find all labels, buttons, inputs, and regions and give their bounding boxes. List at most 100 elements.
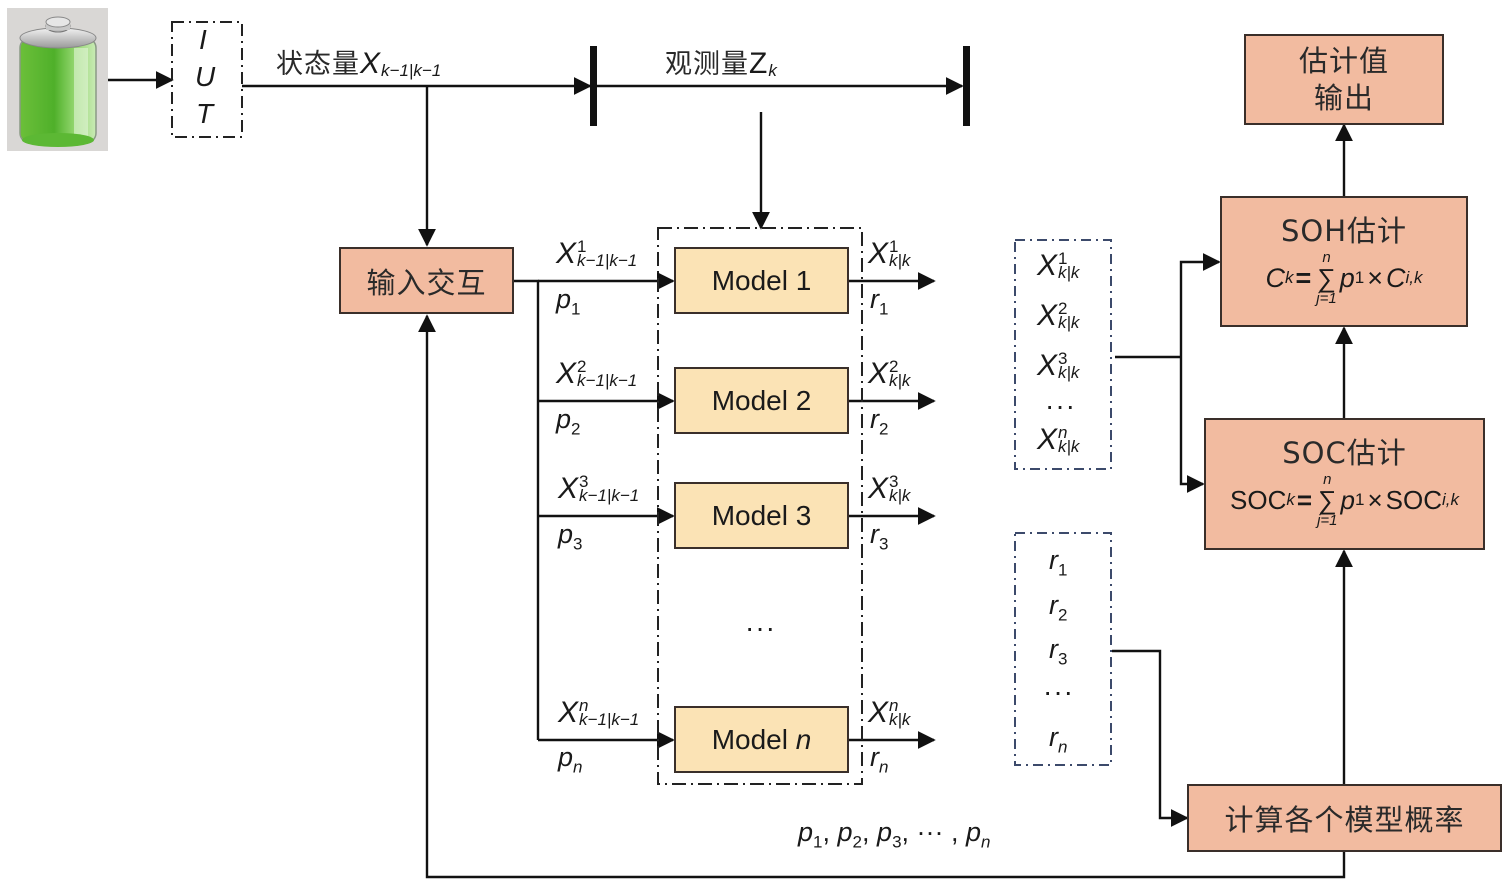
state-group-frame [1014, 239, 1112, 470]
text-fragment: 1 [1058, 560, 1068, 580]
text-fragment: C [1265, 262, 1286, 293]
text-fragment: k|k [889, 710, 911, 729]
soc-title: SOC估计 [1282, 436, 1407, 470]
text-fragment: k−1|k−1 [579, 710, 640, 729]
text-fragment: n [1058, 423, 1068, 442]
text-fragment: r [870, 519, 879, 549]
soh-title: SOH估计 [1280, 214, 1408, 248]
residual-group-item-n: rn [1049, 722, 1067, 757]
text-fragment: ∑ [1318, 485, 1337, 515]
text-fragment: i,k [1405, 268, 1423, 287]
state-sub: k−1|k−1 [381, 61, 442, 80]
text-fragment: 2 [571, 419, 581, 439]
text-fragment: p [877, 817, 893, 847]
text-fragment: r [1049, 590, 1058, 620]
text-fragment: 1 [1354, 268, 1365, 287]
text-fragment: 1 [577, 237, 587, 256]
text-fragment: i,k [1441, 490, 1459, 509]
text-fragment: 1 [889, 237, 899, 256]
residual-group-ellipsis: ··· [1043, 676, 1074, 707]
text-fragment: 2 [889, 357, 899, 376]
text-fragment: p [558, 519, 574, 549]
text-fragment: = [1296, 484, 1313, 515]
text-fragment: 3 [1058, 349, 1068, 368]
arrow-states-to-soc [1179, 357, 1205, 493]
text-fragment: k|k [889, 371, 911, 390]
text-fragment: k−1|k−1 [577, 371, 638, 390]
iut-letter-u: U [195, 61, 216, 92]
observation-var: Z [749, 47, 768, 80]
text-fragment: k−1|k−1 [577, 251, 638, 270]
text-fragment: p [556, 284, 572, 314]
text-fragment: n [889, 696, 899, 715]
text-fragment: r [870, 404, 879, 434]
text-fragment: X [556, 237, 577, 270]
text-fragment: k|k [1058, 263, 1080, 282]
battery-icon [7, 8, 108, 151]
text-fragment: n [1322, 249, 1331, 266]
estimate-output-line2: 输出 [1313, 80, 1374, 115]
text-fragment: n [1323, 471, 1332, 488]
text-fragment: k|k [1058, 363, 1080, 382]
observation-label-text: 观测量 [665, 49, 749, 80]
model-2-box: Model 2 [674, 367, 849, 434]
estimate-output-box: 估计值 输出 [1244, 34, 1444, 125]
text-fragment: p [558, 742, 574, 772]
state-var: X [360, 47, 381, 80]
text-fragment: k [1286, 490, 1295, 509]
text-fragment: X [1037, 299, 1058, 332]
text-fragment: SOC [1385, 484, 1442, 515]
input-interaction-box: 输入交互 [339, 247, 514, 314]
text-fragment: X [1037, 349, 1058, 382]
residual-group-frame [1014, 532, 1112, 766]
model-n-box: Model n [674, 706, 849, 773]
text-fragment: X [1037, 423, 1058, 456]
model-1-input-prob: p1 [556, 284, 581, 319]
text-fragment: , [862, 817, 878, 847]
text-fragment: 3 [889, 472, 899, 491]
text-fragment: ∑ [1317, 263, 1336, 293]
text-fragment: 3 [579, 472, 589, 491]
text-fragment: p [1339, 262, 1355, 293]
text-fragment: 2 [852, 832, 863, 852]
text-fragment: p [966, 817, 982, 847]
estimate-output-line1: 估计值 [1298, 44, 1389, 79]
text-fragment: p [556, 404, 572, 434]
state-group-ellipsis: ··· [1045, 390, 1076, 421]
arrow-states-to-soh [1179, 253, 1221, 357]
model-2-residual: r2 [870, 404, 888, 439]
text-fragment: X [868, 696, 889, 729]
model-n-prefix: Model [711, 723, 796, 755]
text-fragment: X [868, 237, 889, 270]
text-fragment: k|k [1058, 313, 1080, 332]
text-fragment: X [868, 357, 889, 390]
wire-interaction-branch [513, 279, 540, 740]
text-fragment: 3 [573, 534, 583, 554]
text-fragment: n [579, 696, 589, 715]
text-fragment: k|k [889, 251, 911, 270]
compute-probability-box: 计算各个模型概率 [1187, 784, 1502, 852]
text-fragment: n [1058, 737, 1068, 757]
model-bank-frame [657, 227, 863, 785]
text-fragment: 1 [879, 299, 889, 319]
text-fragment: 2 [1058, 605, 1068, 625]
text-fragment: n [879, 757, 889, 777]
text-fragment: j=1 [1316, 290, 1337, 307]
text-fragment: X [556, 357, 577, 390]
text-fragment: 3 [879, 534, 889, 554]
text-fragment: r [1049, 634, 1058, 664]
text-fragment: j=1 [1317, 512, 1338, 529]
